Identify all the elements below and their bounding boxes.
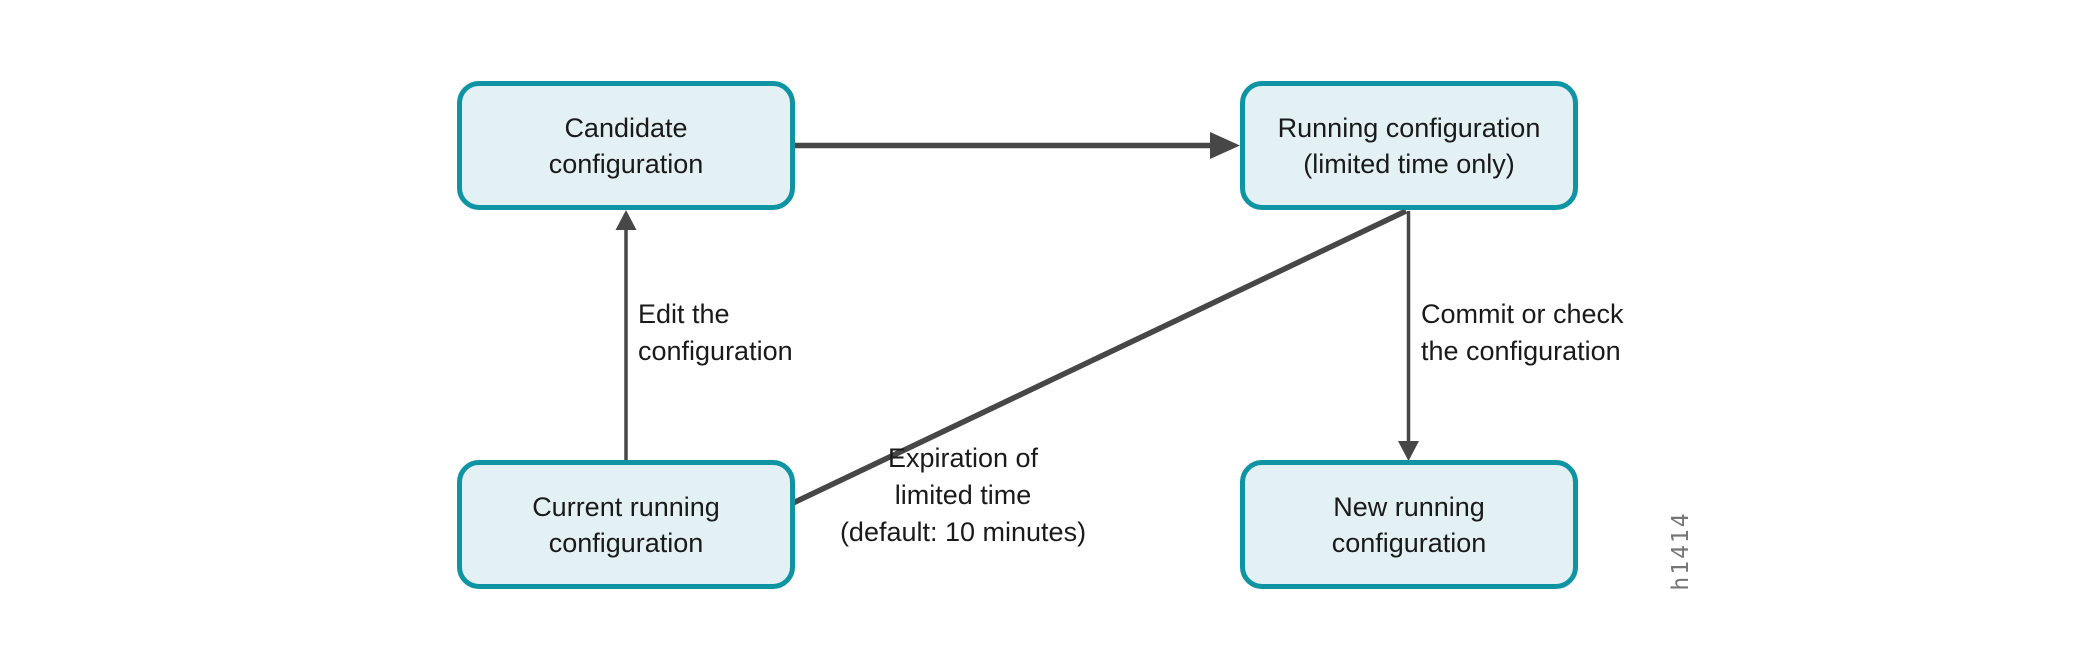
edge-label-line: configuration — [638, 336, 793, 366]
figure-code: h1414 — [1668, 511, 1694, 591]
edge-label-line: Edit the — [638, 299, 730, 329]
arrowhead-up-icon — [615, 210, 637, 230]
arrowhead-right-icon — [1210, 132, 1240, 159]
node-label-line: Running configuration — [1277, 112, 1541, 143]
edge-label-edit-configuration: Edit the configuration — [638, 296, 793, 370]
node-current-running-configuration: Current running configuration — [457, 460, 795, 589]
node-new-running-configuration: New running configuration — [1240, 460, 1578, 589]
edge-label-line: the configuration — [1421, 336, 1621, 366]
node-candidate-configuration: Candidate configuration — [457, 81, 795, 210]
arrowhead-down-icon — [1398, 441, 1419, 461]
edge-label-line: limited time — [894, 480, 1032, 510]
edge-label-expiration: Expiration of limited time (default: 10 … — [813, 440, 1113, 551]
edge-label-line: Expiration of — [887, 443, 1039, 473]
node-label-line: configuration — [1331, 527, 1487, 558]
edge-label-line: (default: 10 minutes) — [839, 517, 1087, 547]
edge-label-line: Commit or check — [1421, 299, 1624, 329]
node-label-line: configuration — [548, 148, 704, 179]
edge-expiration-diagonal — [791, 208, 1408, 506]
node-label-line: Current running — [532, 491, 720, 522]
node-label-line: Candidate — [564, 112, 688, 143]
node-running-configuration-limited: Running configuration (limited time only… — [1240, 81, 1578, 210]
node-label-line: (limited time only) — [1303, 148, 1515, 179]
node-label-line: configuration — [548, 527, 704, 558]
node-label-line: New running — [1333, 491, 1485, 522]
edge-label-commit-or-check: Commit or check the configuration — [1421, 296, 1624, 370]
